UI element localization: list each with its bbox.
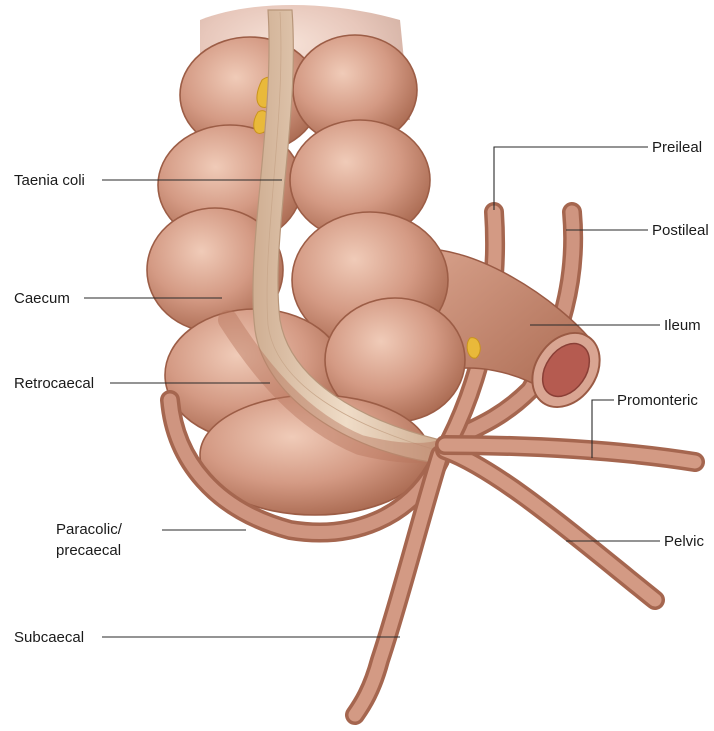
label-paracolic-line1: Paracolic/: [56, 521, 123, 538]
label-subcaecal: Subcaecal: [14, 629, 84, 646]
leader-preileal: [494, 147, 648, 210]
label-retrocaecal: Retrocaecal: [14, 375, 94, 392]
label-paracolic-line2: precaecal: [56, 542, 121, 559]
label-preileal: Preileal: [652, 139, 702, 156]
label-pelvic: Pelvic: [664, 533, 705, 550]
label-ileum: Ileum: [664, 317, 701, 334]
label-taenia-coli: Taenia coli: [14, 172, 85, 189]
label-promonteric: Promonteric: [617, 392, 698, 409]
label-postileal: Postileal: [652, 222, 709, 239]
label-caecum: Caecum: [14, 290, 70, 307]
